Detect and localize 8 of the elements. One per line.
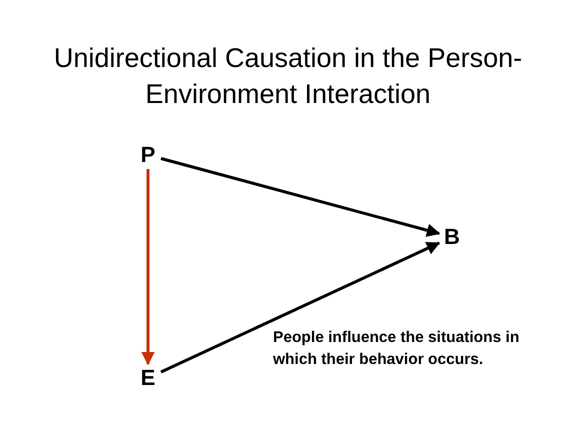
node-letter: E bbox=[135, 364, 161, 392]
title: Unidirectional Causation in the Person-Environment Interaction bbox=[52, 42, 524, 111]
node-letter: P bbox=[135, 141, 161, 169]
arrow bbox=[141, 169, 155, 366]
arrow bbox=[160, 242, 440, 374]
arrow bbox=[160, 157, 440, 237]
note-text: People influence the situations in which their behavior occurs. bbox=[273, 328, 520, 370]
node-letter: B bbox=[439, 223, 465, 251]
